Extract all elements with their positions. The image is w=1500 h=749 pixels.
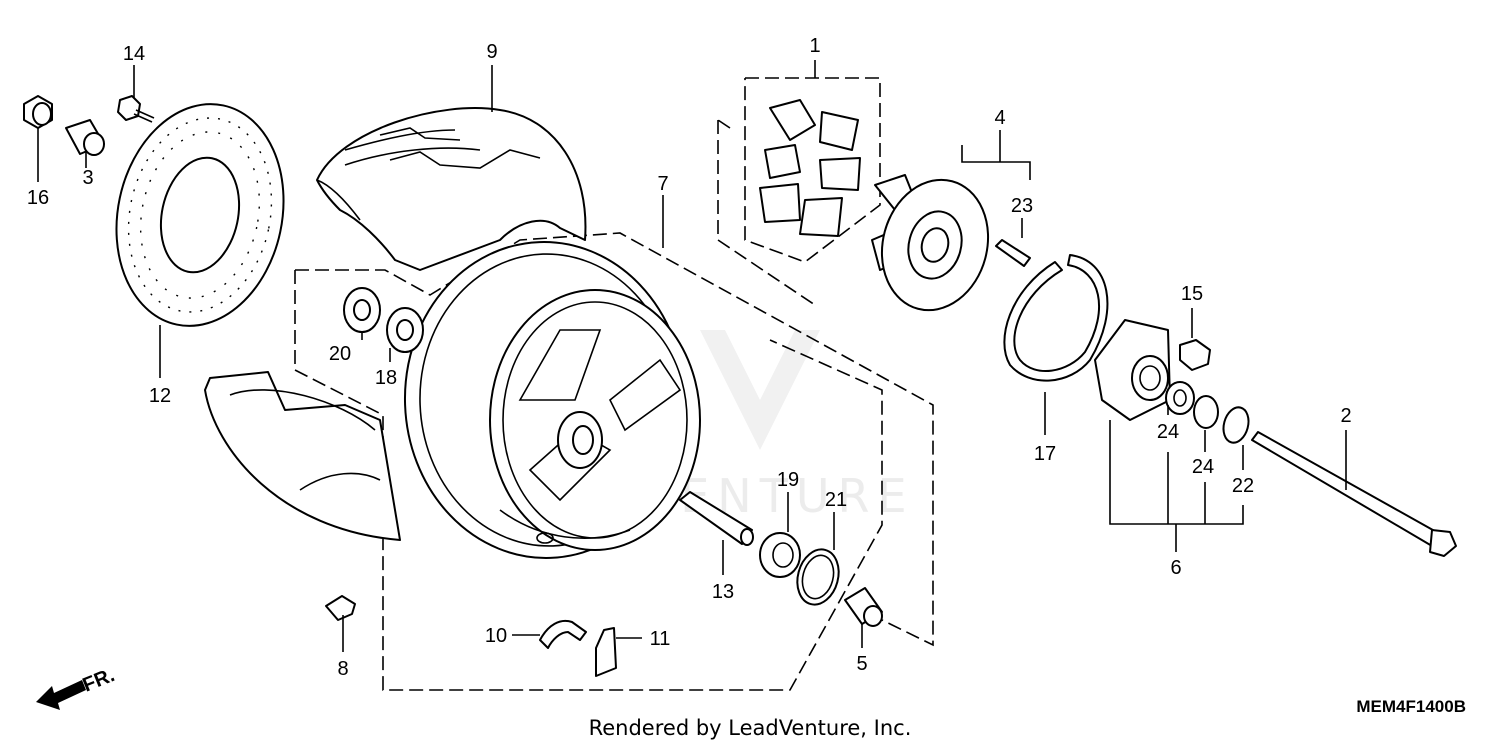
clip-8 xyxy=(325,595,356,621)
callout-6: 6 xyxy=(1170,557,1181,579)
callout-13: 13 xyxy=(712,581,734,603)
footer-credit: Rendered by LeadVenture, Inc. xyxy=(588,716,912,740)
callout-19: 19 xyxy=(777,469,799,491)
callout-8: 8 xyxy=(337,658,348,680)
bearing-20 xyxy=(343,287,381,333)
hub-6 xyxy=(1094,319,1171,421)
callout-12: 12 xyxy=(149,385,171,407)
callout-11: 11 xyxy=(650,628,671,650)
callout-3: 3 xyxy=(82,167,93,189)
spacer-13 xyxy=(679,491,754,546)
bearing-19 xyxy=(759,532,801,578)
o-ring-22 xyxy=(1222,406,1250,444)
callout-20: 20 xyxy=(329,343,351,365)
callout-24b: 24 xyxy=(1192,456,1214,478)
tire xyxy=(316,107,587,271)
callout-5: 5 xyxy=(856,653,867,675)
axle-2 xyxy=(1251,431,1457,557)
callout-2: 2 xyxy=(1340,405,1351,427)
direction-label: FR. xyxy=(80,664,118,696)
direction-arrow: FR. xyxy=(36,664,118,710)
callout-16: 16 xyxy=(27,187,49,209)
assembly-outlines xyxy=(294,77,934,691)
callouts: 1 2 3 4 5 6 7 8 9 10 11 12 13 14 15 16 1… xyxy=(27,35,1352,680)
callout-1: 1 xyxy=(809,35,820,57)
tire-lower xyxy=(204,371,401,541)
callout-18: 18 xyxy=(375,367,397,389)
leader-lines xyxy=(37,60,1347,652)
nut-15 xyxy=(1179,339,1211,371)
callout-4: 4 xyxy=(994,107,1005,129)
callout-21: 21 xyxy=(825,489,847,511)
balance-weight-11 xyxy=(595,627,617,677)
valve-10 xyxy=(539,620,587,649)
bolt-14 xyxy=(117,95,155,123)
damper-set xyxy=(759,99,861,237)
collar-5 xyxy=(844,587,883,627)
callout-22: 22 xyxy=(1232,475,1254,497)
brake-disc xyxy=(115,103,285,327)
bearing-24a xyxy=(1165,381,1195,415)
callout-23: 23 xyxy=(1011,195,1033,217)
callout-7: 7 xyxy=(657,173,668,195)
diagram-code: MEM4F1400B xyxy=(1356,697,1466,716)
callout-15: 15 xyxy=(1181,283,1203,305)
o-ring-21 xyxy=(796,548,840,606)
wheel xyxy=(403,241,701,559)
nut-16 xyxy=(23,95,53,129)
seal-18 xyxy=(386,307,424,353)
circlip-17 xyxy=(1003,254,1109,382)
collar-3 xyxy=(65,119,105,156)
stud-23 xyxy=(995,239,1031,267)
callout-24a: 24 xyxy=(1157,421,1179,443)
callout-17: 17 xyxy=(1034,443,1056,465)
callout-9: 9 xyxy=(486,41,497,63)
callout-10: 10 xyxy=(485,625,507,647)
seal-24b xyxy=(1193,395,1219,429)
driven-flange xyxy=(871,174,990,312)
callout-14: 14 xyxy=(123,43,145,65)
